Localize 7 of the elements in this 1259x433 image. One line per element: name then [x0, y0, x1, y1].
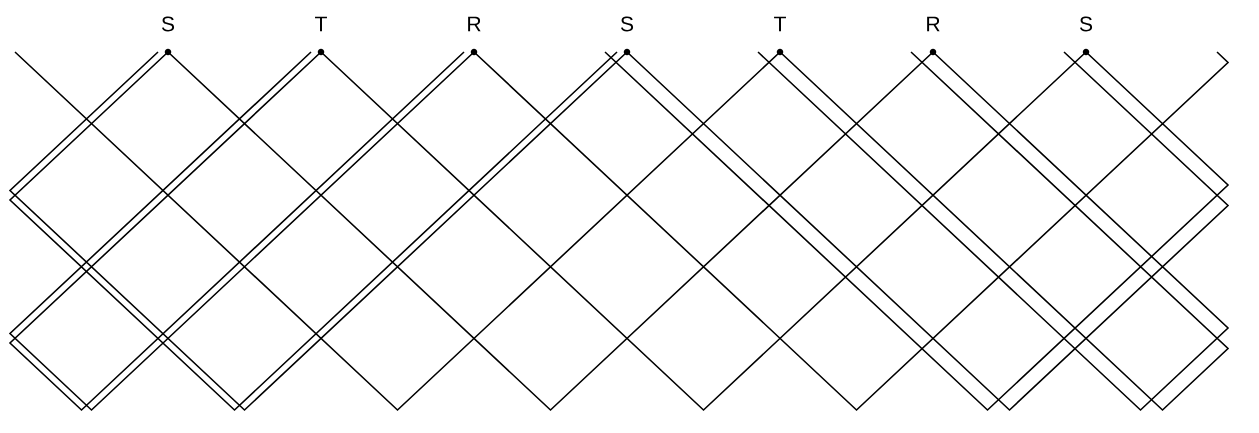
- letter-label: T: [774, 16, 786, 32]
- letter-label: R: [927, 16, 940, 32]
- letter-label: R: [468, 16, 481, 32]
- letter-label: S: [1079, 16, 1093, 32]
- letter-label: S: [161, 16, 175, 32]
- letter-label: T: [315, 16, 327, 32]
- letter-label: S: [620, 16, 634, 32]
